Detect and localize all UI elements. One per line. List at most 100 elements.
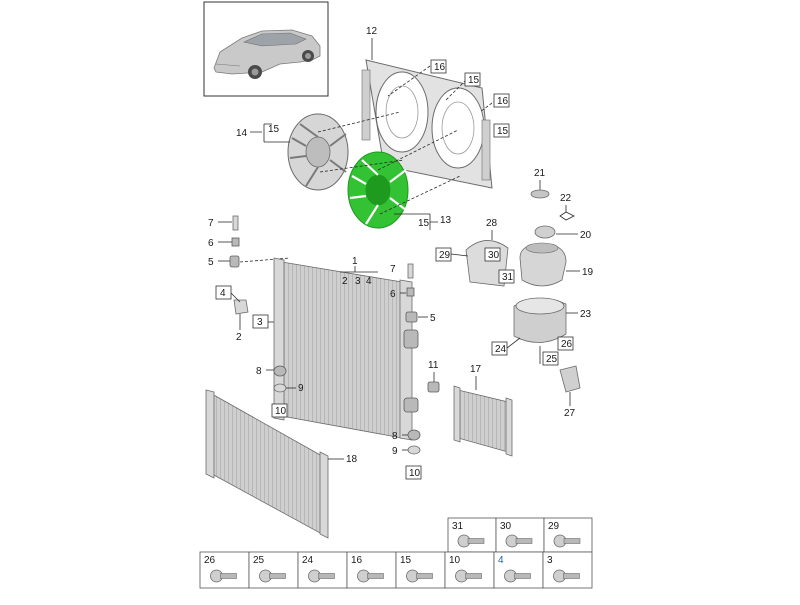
fastener-cell-frame [493,551,544,589]
left-fastener-stack: 7 6 5 [208,215,291,268]
bolt-icon [406,569,433,583]
callout-4-left: 4 [220,288,226,299]
callout-1-sub-2: 2 [342,276,348,287]
bolt-icon [553,569,580,583]
callout-1: 1 [352,256,358,267]
tank-holder-group: 23 24 25 26 27 [491,297,592,419]
callout-10-left: 10 [275,406,287,417]
fastener-cell: 31 [447,517,497,553]
fastener-label: 29 [548,521,560,532]
callout-5-right: 5 [430,313,436,324]
fastener-label: 24 [302,555,314,566]
callout-18: 18 [346,454,358,465]
left-bracket: 4 2 3 [215,285,278,343]
callout-16-b: 16 [497,96,509,107]
callout-17: 17 [470,364,482,375]
callout-23: 23 [580,309,592,320]
right-fastener-stack: 7 6 5 [390,263,436,324]
callout-15-a: 15 [468,75,480,86]
fastener-cell: 25 [248,551,299,589]
fastener-label: 31 [452,521,464,532]
fastener-label: 26 [204,555,216,566]
callout-26: 26 [561,339,573,350]
fastener-cell-frame [495,517,545,553]
callout-8-left: 8 [256,366,262,377]
fastener-label: 16 [351,555,363,566]
bolt-icon [505,534,533,548]
callout-31: 31 [502,272,514,283]
callout-30: 30 [488,250,500,261]
fan-grey [287,113,349,191]
bolt-icon [357,569,384,583]
callout-1-sub-4: 4 [366,276,372,287]
bolt-icon [457,534,485,548]
callout-22: 22 [560,193,572,204]
callout-15-d: 15 [418,218,430,229]
bolt-icon [210,569,237,583]
fastener-label: 30 [500,521,512,532]
callout-1-sub-3: 3 [355,276,361,287]
fastener-cell: 26 [199,551,250,589]
radiator-aux: 17 [453,364,513,457]
callout-14: 14 [236,128,248,139]
radiator-main: 1 2 3 4 [273,256,419,441]
bolt-icon [308,569,335,583]
fastener-label: 3 [547,555,553,566]
callout-27: 27 [564,408,576,419]
vehicle-thumbnail [203,1,329,97]
callout-3-left: 3 [257,317,263,328]
fastener-cell-frame [346,551,397,589]
callout-13: 13 [440,215,452,226]
callout-6-right: 6 [390,289,396,300]
fastener-label: 10 [449,555,461,566]
fastener-cell: 3 [542,551,593,589]
callout-9-right: 9 [392,446,398,457]
fastener-cell: 24 [297,551,348,589]
fastener-cell: 10 [444,551,495,589]
bolt-icon [553,534,581,548]
fastener-grid-top: 31 30 29 [447,517,593,553]
lower-right-mounts: 11 8 9 10 [392,360,440,480]
fastener-cell-frame [395,551,446,589]
coolant-reservoir-group: 21 22 20 19 [519,168,594,287]
callout-16-a: 16 [434,62,446,73]
callout-15-b: 15 [497,126,509,137]
fastener-cell-frame [199,551,250,589]
fastener-cell: 15 [395,551,446,589]
callout-29: 29 [439,250,451,261]
fastener-cell: 29 [543,517,593,553]
fastener-cell-frame [297,551,348,589]
fastener-cell: 4 [493,551,544,589]
bolt-icon [504,569,531,583]
callout-6-left: 6 [208,238,214,249]
callout-11: 11 [428,360,439,371]
bolt-icon [455,569,482,583]
callout-9-left: 9 [298,383,304,394]
fastener-cell-frame [542,551,593,589]
callout-15-c: 15 [268,124,280,135]
callout-5-left: 5 [208,257,214,268]
bolt-icon [259,569,286,583]
fastener-cell-frame [543,517,593,553]
callout-25: 25 [546,354,558,365]
fan-green-highlighted [347,151,409,229]
fastener-label: 4 [498,555,504,566]
fastener-cell: 30 [495,517,545,553]
callout-21: 21 [534,168,546,179]
callout-10-right: 10 [409,468,421,479]
fastener-cell: 16 [346,551,397,589]
radiator-lower: 18 [205,389,358,539]
callout-20: 20 [580,230,592,241]
callout-24: 24 [495,344,507,355]
bracket-28-group: 28 29 30 31 [435,218,515,287]
fan-shroud [361,59,493,189]
callout-7-left: 7 [208,218,214,229]
callout-8-right: 8 [392,431,398,442]
fastener-cell-frame [248,551,299,589]
callout-7-right: 7 [390,264,396,275]
callout-28: 28 [486,218,498,229]
fastener-label: 25 [253,555,265,566]
